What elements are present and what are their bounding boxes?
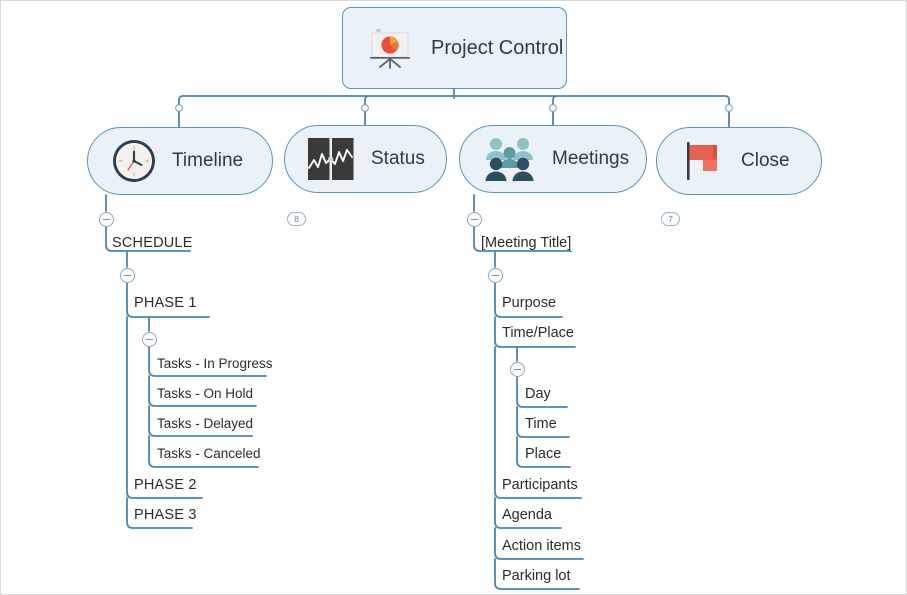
branch-node-label: Close (741, 150, 790, 171)
minus-icon (514, 368, 521, 371)
collapse-toggle-meeting-title[interactable] (488, 268, 503, 283)
collapse-toggle-schedule[interactable] (120, 268, 135, 283)
tree-item-purpose[interactable]: Purpose (502, 295, 557, 311)
tree-item-task[interactable]: Tasks - On Hold (157, 386, 254, 401)
collapse-toggle-meetings[interactable] (467, 212, 482, 227)
flag-icon (687, 142, 717, 180)
minus-icon (492, 274, 499, 277)
tree-item-phase-1[interactable]: PHASE 1 (134, 295, 197, 311)
tree-item-phase-3[interactable]: PHASE 3 (134, 507, 197, 523)
collapse-toggle-phase-1[interactable] (142, 332, 157, 347)
branch-node-close[interactable]: Close (656, 127, 822, 195)
collapse-toggle-time-place[interactable] (510, 362, 525, 377)
minus-icon (103, 218, 110, 221)
tree-item-action-items[interactable]: Action items (502, 538, 581, 554)
branch-node-label: Timeline (172, 150, 244, 171)
tree-item-day[interactable]: Day (525, 386, 551, 402)
collapse-toggle-timeline[interactable] (99, 212, 114, 227)
tree-item-phase-2[interactable]: PHASE 2 (134, 477, 197, 493)
minus-icon (146, 338, 153, 341)
tree-item-agenda[interactable]: Agenda (502, 507, 552, 523)
branch-node-status[interactable]: Status (284, 125, 447, 193)
collapsed-count-badge-status[interactable]: 8 (287, 212, 306, 226)
tree-item-task[interactable]: Tasks - Canceled (157, 446, 261, 461)
tree-item-time-place[interactable]: Time/Place (502, 325, 574, 341)
tree-item-participants[interactable]: Participants (502, 477, 578, 493)
tree-item-meeting-title[interactable]: [Meeting Title] (481, 235, 572, 251)
branch-node-label: Status (371, 148, 425, 169)
clock-icon (113, 140, 155, 182)
root-node-label: Project Control (431, 36, 564, 59)
tree-item-place[interactable]: Place (525, 446, 562, 462)
presentation-board-icon (370, 29, 410, 69)
tree-item-schedule[interactable]: SCHEDULE (112, 235, 193, 251)
branch-node-timeline[interactable]: Timeline (87, 127, 273, 195)
branch-node-label: Meetings (552, 148, 630, 169)
line-chart-icon (308, 138, 354, 180)
minus-icon (471, 218, 478, 221)
tree-item-parking-lot[interactable]: Parking lot (502, 568, 571, 584)
tree-item-time[interactable]: Time (525, 416, 557, 432)
tree-item-task[interactable]: Tasks - In Progress (157, 356, 273, 371)
branch-node-meetings[interactable]: Meetings (459, 125, 647, 193)
people-group-icon (485, 138, 534, 181)
tree-item-task[interactable]: Tasks - Delayed (157, 416, 254, 431)
minus-icon (124, 274, 131, 277)
collapsed-count-badge-close[interactable]: 7 (661, 212, 680, 226)
root-node-project-control[interactable]: Project Control (342, 7, 567, 89)
